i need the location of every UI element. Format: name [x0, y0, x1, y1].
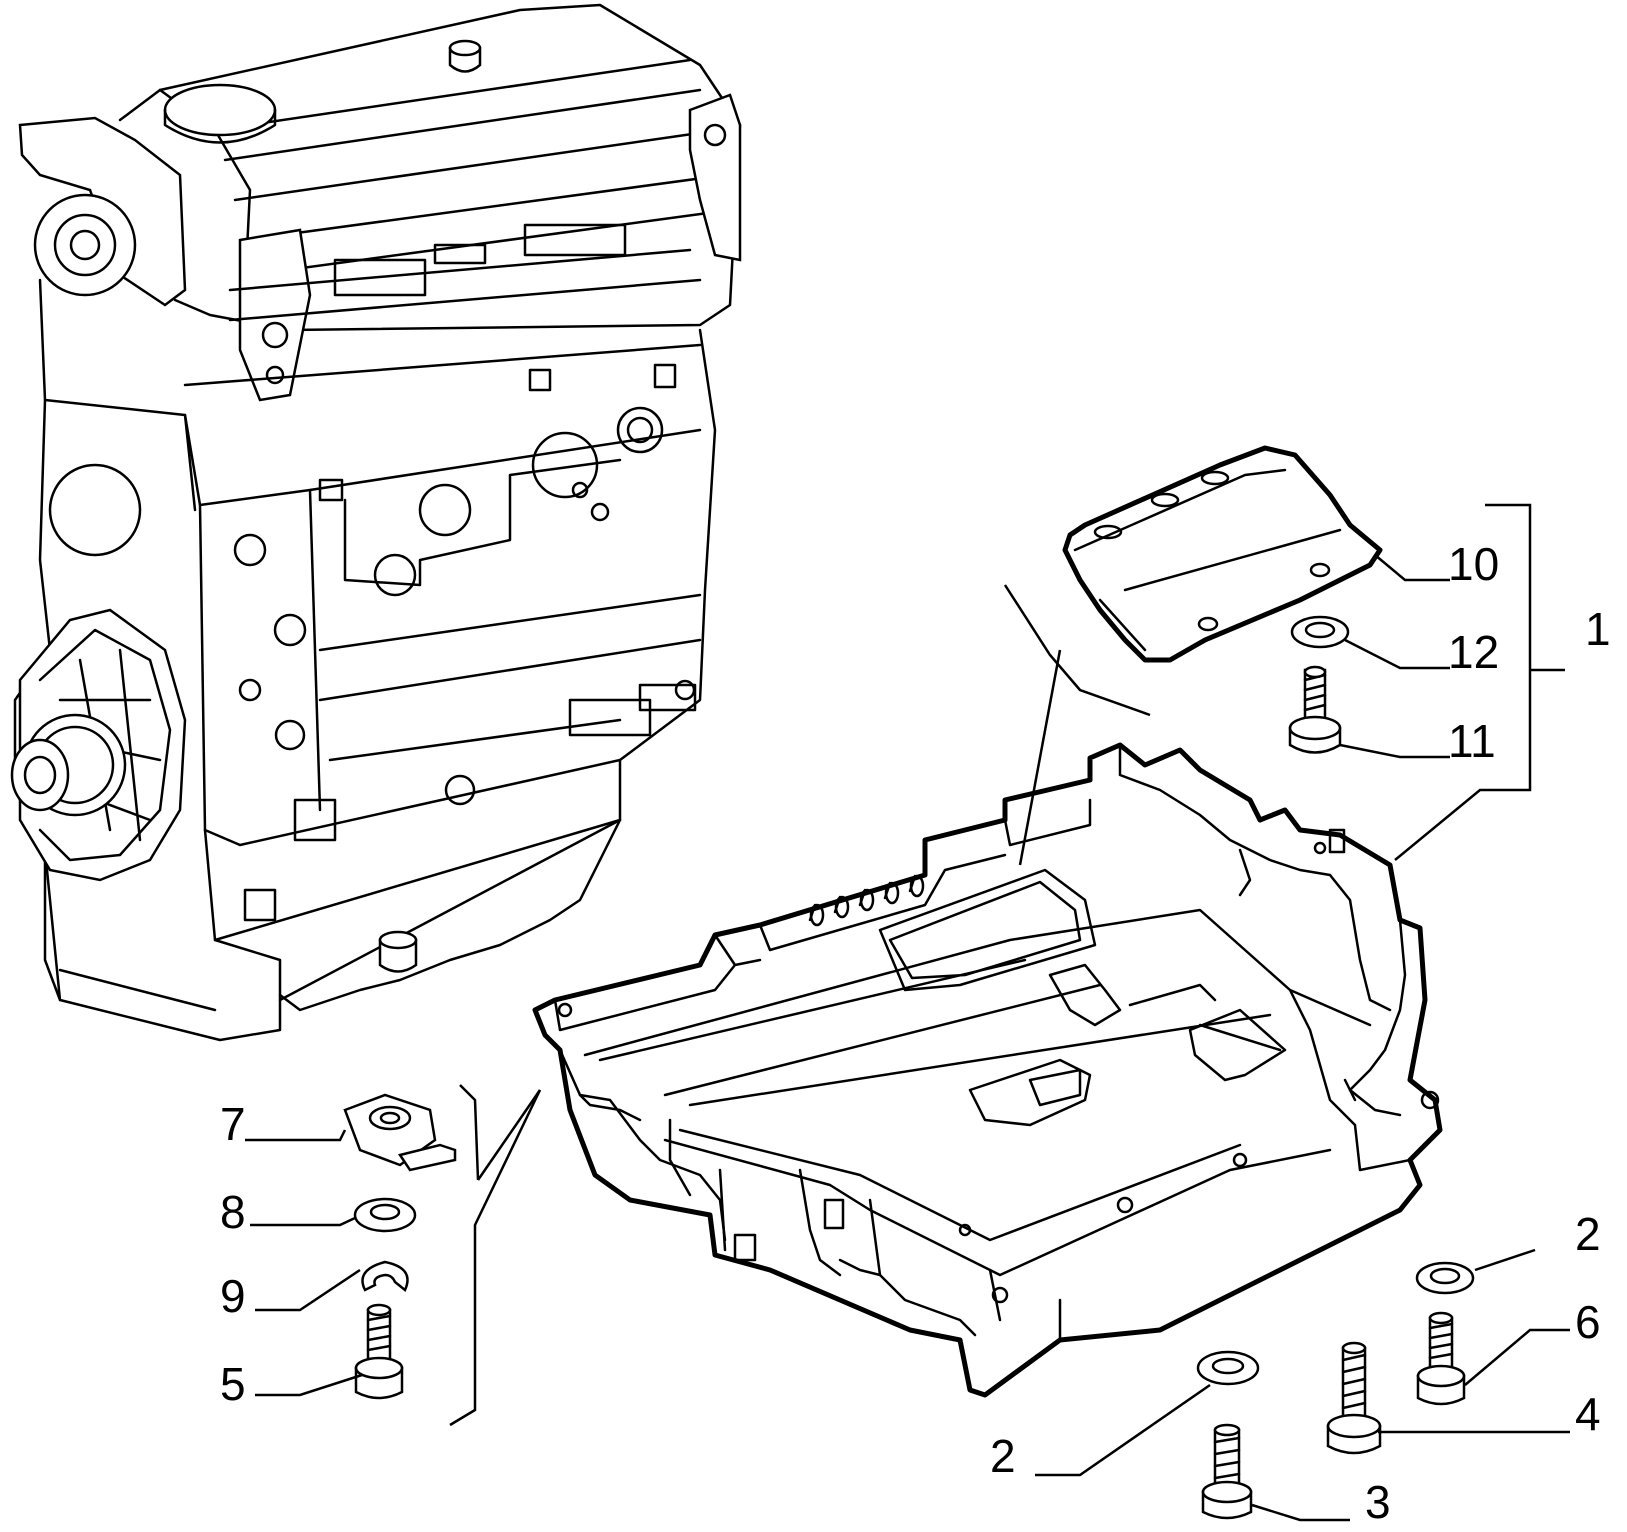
label-6: 6 — [1575, 1296, 1601, 1348]
label-1: 1 — [1585, 603, 1611, 655]
cover-plate — [1062, 445, 1383, 663]
bolt-5 — [354, 1303, 404, 1400]
bolt-6 — [1416, 1311, 1466, 1406]
leader-lines — [245, 554, 1570, 1522]
washer-2-lower — [1196, 1350, 1260, 1386]
callout-labels: 1 10 12 11 7 8 9 5 2 6 4 2 3 — [220, 538, 1611, 1528]
spring-washer-9 — [361, 1260, 409, 1292]
label-4: 4 — [1575, 1388, 1601, 1440]
clip-nut-7 — [343, 1093, 457, 1172]
undertray-shield — [532, 742, 1443, 1398]
washer-8 — [353, 1197, 417, 1233]
screw-4 — [1326, 1341, 1382, 1455]
label-7: 7 — [220, 1098, 246, 1150]
label-10: 10 — [1448, 538, 1499, 590]
engine-block — [10, 3, 742, 1042]
label-2-right: 2 — [1575, 1208, 1601, 1260]
label-9: 9 — [220, 1270, 246, 1322]
washer-2-right — [1415, 1261, 1475, 1295]
label-12: 12 — [1448, 626, 1499, 678]
label-11: 11 — [1448, 715, 1496, 767]
label-3: 3 — [1365, 1476, 1391, 1527]
guide-lines — [449, 503, 1565, 1427]
bolt-3 — [1201, 1423, 1253, 1520]
label-5: 5 — [220, 1358, 246, 1410]
label-2-lower: 2 — [990, 1430, 1016, 1482]
label-8: 8 — [220, 1186, 246, 1238]
screw-11 — [1288, 665, 1342, 754]
washer-12 — [1290, 615, 1350, 649]
